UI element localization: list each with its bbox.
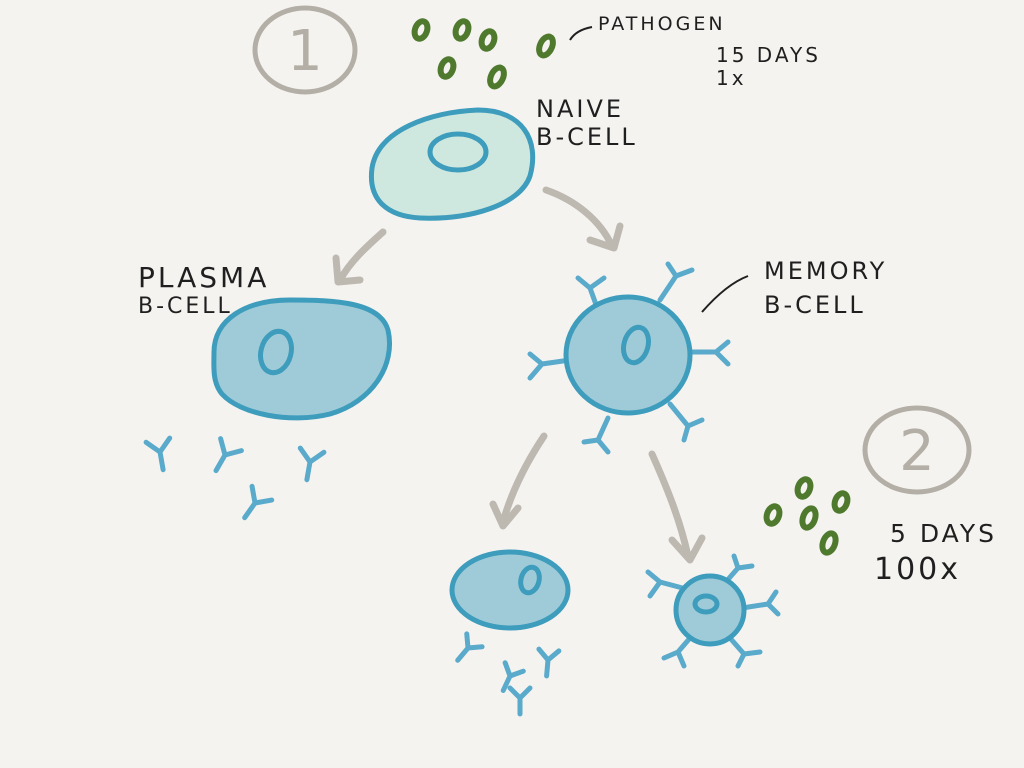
arrow-memory-to-memory [648, 450, 706, 564]
pathogen-label-text: PATHOGEN [598, 13, 726, 35]
secondary-memory-nucleus [692, 593, 720, 615]
antibody [500, 660, 526, 694]
pathogen [819, 530, 839, 556]
step-2-marker: 2 [862, 405, 972, 495]
antibody [242, 483, 275, 521]
pathogen [799, 505, 819, 531]
secondary-days: 5 DAYS [890, 519, 997, 548]
naive-label-line1: NAIVE [536, 95, 625, 123]
naive-label-line2: B-CELL [536, 122, 638, 151]
arrow-naive-to-memory [542, 186, 624, 252]
step-1-number: 1 [287, 19, 323, 84]
pathogen-group-primary [411, 18, 556, 90]
memory-b-cell-label: MEMORY B-CELL [764, 257, 888, 319]
pathogen [478, 28, 498, 52]
naive-cell-membrane [368, 107, 536, 221]
pathogen [487, 64, 507, 90]
primary-multiplier: 1x [716, 66, 747, 90]
antibody [507, 685, 533, 717]
pathogen [452, 18, 472, 42]
step-1-marker: 1 [252, 5, 358, 95]
pathogen [411, 18, 431, 42]
plasma-b-cell-label: PLASMA B-CELL [138, 261, 270, 320]
memory-cell-receptors [527, 261, 731, 455]
pathogen-pointer-line [569, 26, 593, 41]
antibody [213, 436, 244, 474]
memory-b-cell [527, 261, 731, 455]
primary-response-note: 15 DAYS 1x [716, 44, 821, 90]
pathogen [794, 476, 814, 500]
naive-b-cell [368, 107, 536, 221]
memory-pointer-line [701, 275, 749, 313]
secondary-response-note: 5 DAYS 100x [874, 519, 997, 587]
secondary-plasma-cell [449, 549, 571, 631]
memory-label-line1: MEMORY [764, 257, 888, 285]
pathogen [831, 490, 851, 514]
plasma-cell-nucleus [258, 328, 294, 376]
arrow-memory-to-plasma [489, 432, 548, 530]
secondary-memory-cell [645, 553, 781, 669]
antibody [297, 445, 327, 483]
pathogen [763, 503, 783, 527]
memory-cell-nucleus [621, 324, 651, 366]
plasma-label-line2: B-CELL [138, 294, 233, 320]
naive-b-cell-label: NAIVE B-CELL [536, 95, 638, 151]
plasma-cell-membrane [211, 297, 392, 421]
memory-cell-membrane [563, 294, 693, 416]
naive-cell-nucleus [427, 131, 489, 173]
antibody [536, 646, 562, 679]
antibody [455, 631, 485, 663]
antibody [143, 435, 173, 473]
memory-label-line2: B-CELL [764, 290, 866, 319]
arrow-naive-to-plasma [332, 228, 387, 286]
secondary-plasma-membrane [449, 549, 571, 631]
pathogen [536, 33, 556, 59]
secondary-plasma-nucleus [518, 564, 542, 596]
pathogen-label: PATHOGEN [598, 13, 726, 36]
primary-days: 15 DAYS [716, 43, 821, 67]
pathogen [437, 56, 457, 80]
plasma-label-line1: PLASMA [138, 261, 270, 294]
pathogen-group-secondary [763, 476, 851, 556]
plasma-b-cell [211, 297, 392, 421]
secondary-multiplier: 100x [874, 551, 962, 587]
step-2-number: 2 [899, 419, 935, 484]
